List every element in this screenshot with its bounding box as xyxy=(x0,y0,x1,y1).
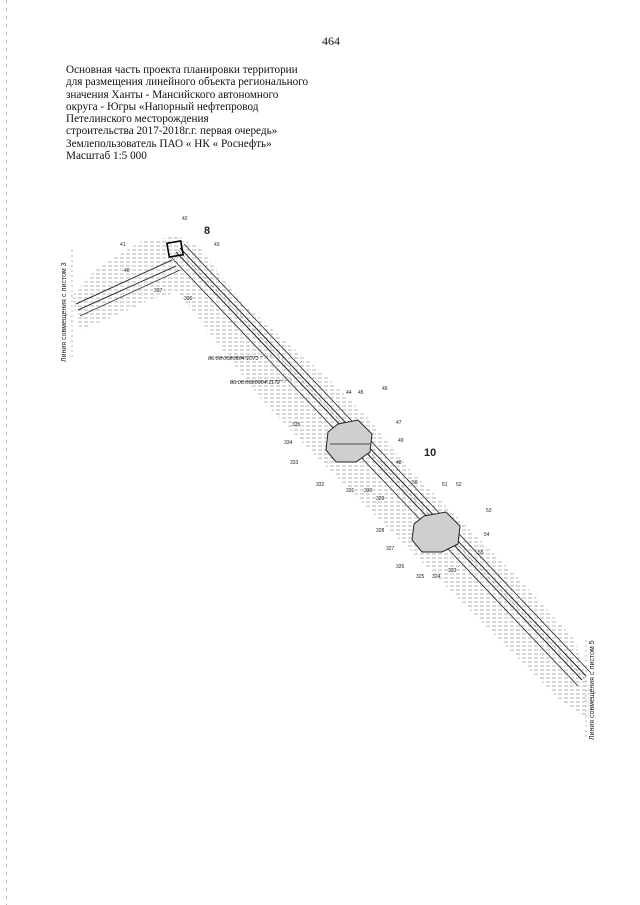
point-label: 48 xyxy=(396,460,402,466)
point-label: 45 xyxy=(358,390,364,396)
section-label-8: 8 xyxy=(204,225,210,237)
point-label: 41 xyxy=(120,242,126,248)
point-label: 336 xyxy=(184,296,193,302)
point-label: 52 xyxy=(456,482,462,488)
point-label: 324 xyxy=(432,574,441,580)
pipeline-corridor xyxy=(171,243,591,687)
header-line: Землепользователь ПАО « НК « Роснефть» xyxy=(66,137,272,150)
point-label: 323 xyxy=(448,568,457,574)
junction-caption-right: Линия совмещения с листом 5 xyxy=(589,640,596,740)
point-label: 337 xyxy=(154,288,163,294)
site-octagon-lower xyxy=(411,511,461,553)
point-label: 325 xyxy=(416,574,425,580)
point-label: 330 xyxy=(364,488,373,494)
point-label: 55 xyxy=(478,550,484,556)
cadastral-marker-line xyxy=(209,355,273,359)
cadastral-number: 86:08:0020904:1172 xyxy=(230,380,280,386)
point-label: 331 xyxy=(346,488,355,494)
point-label: 327 xyxy=(386,546,395,552)
header-line: Основная часть проекта планировки террит… xyxy=(66,64,298,76)
header-line: округа - Югры «Напорный нефтепровод xyxy=(66,100,259,113)
point-label: 53 xyxy=(486,508,492,514)
point-label: 326 xyxy=(396,564,405,570)
point-label: 51 xyxy=(442,482,448,488)
point-labels: 42 41 43 40 337 336 44 45 46 47 48 335 3… xyxy=(120,216,492,580)
site-octagon-10 xyxy=(325,419,373,463)
point-label: 50 xyxy=(412,480,418,486)
point-label: 332 xyxy=(316,482,325,488)
point-label: 47 xyxy=(396,420,402,426)
hatched-zone xyxy=(72,236,590,720)
point-label: 42 xyxy=(182,216,188,222)
point-label: 335 xyxy=(292,422,301,428)
corridor-left xyxy=(75,259,181,317)
point-label: 40 xyxy=(124,268,130,274)
header-scale: Масштаб 1:5 000 xyxy=(66,150,147,163)
cadastral-number: 86:08:0020904:1071 xyxy=(208,356,258,362)
node-42 xyxy=(165,239,185,259)
point-label: 329 xyxy=(376,496,385,502)
header-line: строительства 2017-2018г.г. первая очере… xyxy=(66,125,278,138)
header-line: для размещения линейного объекта региона… xyxy=(66,76,309,89)
section-label-10: 10 xyxy=(424,447,436,459)
point-label: 54 xyxy=(484,532,490,538)
junction-caption-left: Линия совмещения с листом 3 xyxy=(61,262,68,362)
point-label: 46 xyxy=(382,386,388,392)
cadastral-marker-line xyxy=(229,379,293,383)
page-edge-line xyxy=(6,0,7,905)
point-label: 328 xyxy=(376,528,385,534)
point-label: 334 xyxy=(284,440,293,446)
point-label: 43 xyxy=(214,242,220,248)
header-block: Основная часть проекта планировки террит… xyxy=(66,64,309,163)
point-label: 333 xyxy=(290,460,299,466)
header-line: Петелинского месторождения xyxy=(66,113,209,126)
page-number: 464 xyxy=(322,34,340,48)
point-label: 49 xyxy=(398,438,404,444)
point-label: 44 xyxy=(346,390,352,396)
header-line: значения Ханты - Мансийского автономного xyxy=(66,88,279,101)
